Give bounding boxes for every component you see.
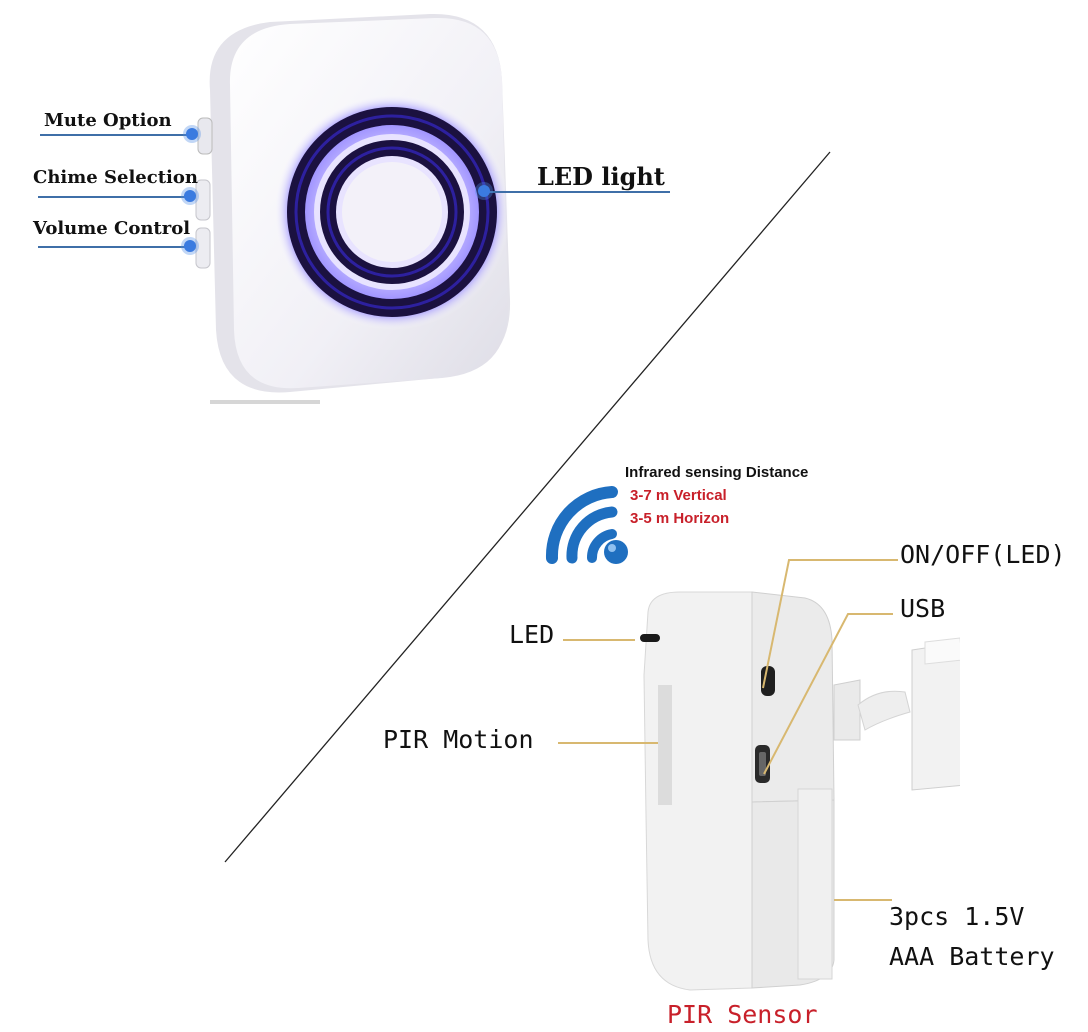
chime-button-marker (184, 190, 196, 202)
mute-callout-line (40, 134, 190, 136)
battery-callout-line (834, 899, 892, 901)
volume-button-marker (184, 240, 196, 252)
led-light-callout-line (488, 191, 670, 193)
chime-selection-label: Chime Selection (33, 167, 198, 188)
mute-option-label: Mute Option (44, 110, 172, 131)
doorbell-receiver (195, 13, 511, 404)
volume-callout-line (38, 246, 188, 248)
led-label: LED (509, 620, 555, 649)
wifi-signal-icon (545, 486, 628, 564)
usb-label: USB (900, 594, 946, 623)
usb-callout-line (763, 613, 893, 775)
mute-button-marker (186, 128, 198, 140)
on-off-callout-line (762, 559, 898, 689)
pir-sensor-device (640, 591, 960, 991)
pir-motion-callout-line (558, 742, 658, 744)
pir-sensor-title: PIR Sensor (667, 1000, 818, 1029)
battery-label-line1: 3pcs 1.5V (889, 902, 1025, 931)
pir-motion-label: PIR Motion (383, 725, 534, 754)
led-callout-line (563, 639, 635, 641)
on-off-led-label: ON/OFF(LED) (900, 540, 1066, 569)
battery-label-line2: AAA Battery (889, 942, 1055, 971)
volume-control-label: Volume Control (33, 218, 191, 239)
infrared-title: Infrared sensing Distance (625, 464, 809, 481)
chime-callout-line (38, 196, 188, 198)
led-light-label: LED light (537, 162, 665, 191)
infrared-horizontal: 3-5 m Horizon (630, 510, 730, 527)
infrared-vertical: 3-7 m Vertical (630, 487, 727, 504)
led-light-marker (478, 185, 490, 197)
